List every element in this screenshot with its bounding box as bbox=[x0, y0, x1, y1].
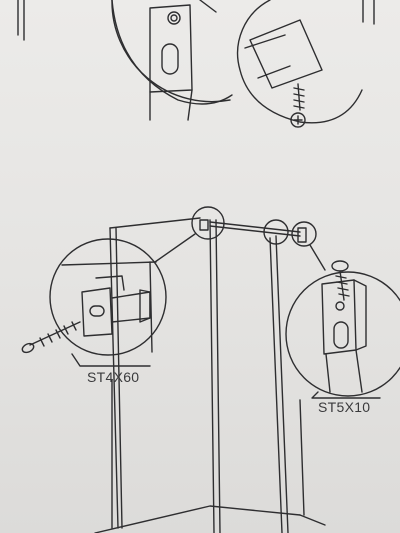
wall-bracket-detail bbox=[81, 287, 113, 337]
callout-bracket-left bbox=[199, 219, 209, 231]
callout-circle-left bbox=[191, 206, 225, 240]
bar-sleeve-detail bbox=[139, 289, 151, 323]
tube-right-detail bbox=[355, 349, 363, 393]
screw-label-st5x10: ST5X10 bbox=[318, 399, 371, 415]
screw-thread-top bbox=[293, 87, 305, 109]
short-screw-head bbox=[331, 260, 349, 272]
bracket-tube-right bbox=[187, 89, 193, 121]
screw-cross-top bbox=[293, 115, 303, 125]
top-left-magnifier-arc bbox=[111, 0, 233, 105]
glass-panel-right-edge-2 bbox=[275, 235, 289, 533]
short-screw-shank bbox=[339, 270, 345, 301]
top-right-magnifier bbox=[236, 0, 363, 124]
stabilizer-bar-top bbox=[244, 34, 286, 49]
stabilizer-bar-upper bbox=[209, 221, 301, 233]
bracket-hole-top bbox=[167, 11, 181, 25]
screw-label-st4x60: ST4X60 bbox=[87, 369, 140, 385]
corner-edge-2 bbox=[215, 219, 221, 533]
glass-panel-right-edge bbox=[269, 237, 283, 533]
stabilizer-clip bbox=[249, 19, 323, 89]
detail-circle-right bbox=[285, 271, 400, 397]
short-screw-thread bbox=[335, 275, 350, 297]
screw-head-top bbox=[290, 112, 306, 128]
floor-line bbox=[94, 505, 301, 533]
panel-top-left bbox=[109, 217, 201, 229]
glass-panel-left-edge-2 bbox=[115, 227, 123, 529]
tube-left-detail bbox=[325, 353, 331, 393]
bar-clip-detail bbox=[321, 279, 357, 355]
long-screw-shank bbox=[29, 321, 81, 346]
clip-hole-detail bbox=[335, 301, 345, 311]
bracket-hole-inner bbox=[170, 14, 178, 22]
stabilizer-bar-lower bbox=[209, 225, 301, 237]
top-left-magnifier bbox=[111, 0, 231, 103]
leader-line-left bbox=[154, 233, 196, 263]
label-leader-right bbox=[311, 391, 381, 399]
clip-slot-detail bbox=[333, 321, 349, 349]
detail-circle-left bbox=[49, 238, 167, 356]
label-leader-left bbox=[71, 353, 151, 367]
screw-shank-top bbox=[297, 83, 301, 111]
bar-clip-side bbox=[353, 279, 367, 351]
enclosure-view bbox=[21, 206, 400, 533]
long-screw-head bbox=[21, 342, 35, 354]
wall-bracket-top-face bbox=[95, 275, 125, 291]
glass-panel-left-edge bbox=[109, 227, 119, 529]
top-step-detail bbox=[17, 0, 375, 128]
corner-edge bbox=[209, 219, 215, 533]
callout-circle-right bbox=[291, 221, 317, 247]
leader-line-right bbox=[309, 244, 326, 271]
callout-bracket-right bbox=[297, 227, 307, 243]
bracket-arm bbox=[199, 0, 217, 13]
stabilizer-bar-bottom bbox=[257, 65, 291, 79]
bracket-slot-top bbox=[161, 43, 179, 75]
floor-line-right bbox=[299, 514, 326, 526]
long-screw-thread bbox=[39, 321, 77, 347]
detail-wall-top bbox=[61, 261, 157, 266]
callout-circle-mid bbox=[263, 219, 289, 245]
bracket-slot-detail bbox=[89, 305, 105, 317]
detail-wall-edge bbox=[149, 261, 153, 353]
panel-right-fixing-line bbox=[299, 399, 305, 516]
